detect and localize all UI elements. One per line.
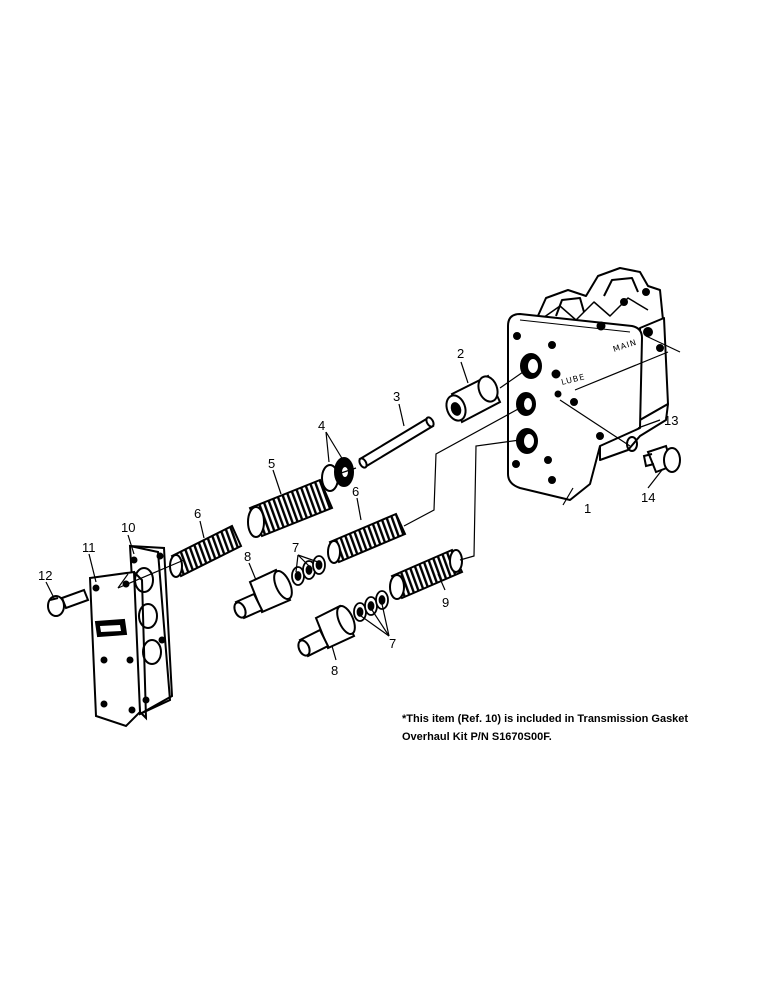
valve-spool-lower [297,604,356,658]
callout-4: 4 [318,418,325,433]
large-spring [247,478,334,538]
callout-3: 3 [393,389,400,404]
callout-8-upper: 8 [244,549,251,564]
callout-10: 10 [121,520,135,535]
gasket-kit-footnote: *This item (Ref. 10) is included in Tran… [402,710,750,746]
footnote-line-1: *This item (Ref. 10) is included in Tran… [402,713,689,725]
spring-lower [389,548,464,600]
callout-12: 12 [38,568,52,583]
bolt [47,588,90,617]
spring-middle [327,512,407,564]
cover-plate [88,570,148,728]
callout-8-lower: 8 [331,663,338,678]
spring-left [169,524,243,578]
washers [321,457,354,492]
callout-2: 2 [457,346,464,361]
valve-spool-upper [233,568,293,620]
washers-lower [353,590,389,622]
footnote-line-2: Overhaul Kit P/N S1670S00F. [402,731,552,743]
callout-5: 5 [268,456,275,471]
plug [642,444,681,474]
callout-14: 14 [641,490,655,505]
callout-9: 9 [442,595,449,610]
callout-11: 11 [82,540,96,555]
valve-body-housing [507,267,669,501]
washers-upper [291,555,326,586]
gasket [128,544,174,716]
callout-7-lower: 7 [389,636,396,651]
callout-13: 13 [664,413,678,428]
callout-7-upper: 7 [292,540,299,555]
leader-lines [45,361,663,661]
valve-pin [358,416,435,469]
callout-6-middle: 6 [352,484,359,499]
piston [445,374,502,424]
callout-6-left: 6 [194,506,201,521]
callout-1: 1 [584,501,591,516]
assembly-lines [117,335,681,589]
callout-labels: 1 2 3 4 5 6 6 7 7 8 8 9 10 11 12 13 14 [38,346,678,678]
